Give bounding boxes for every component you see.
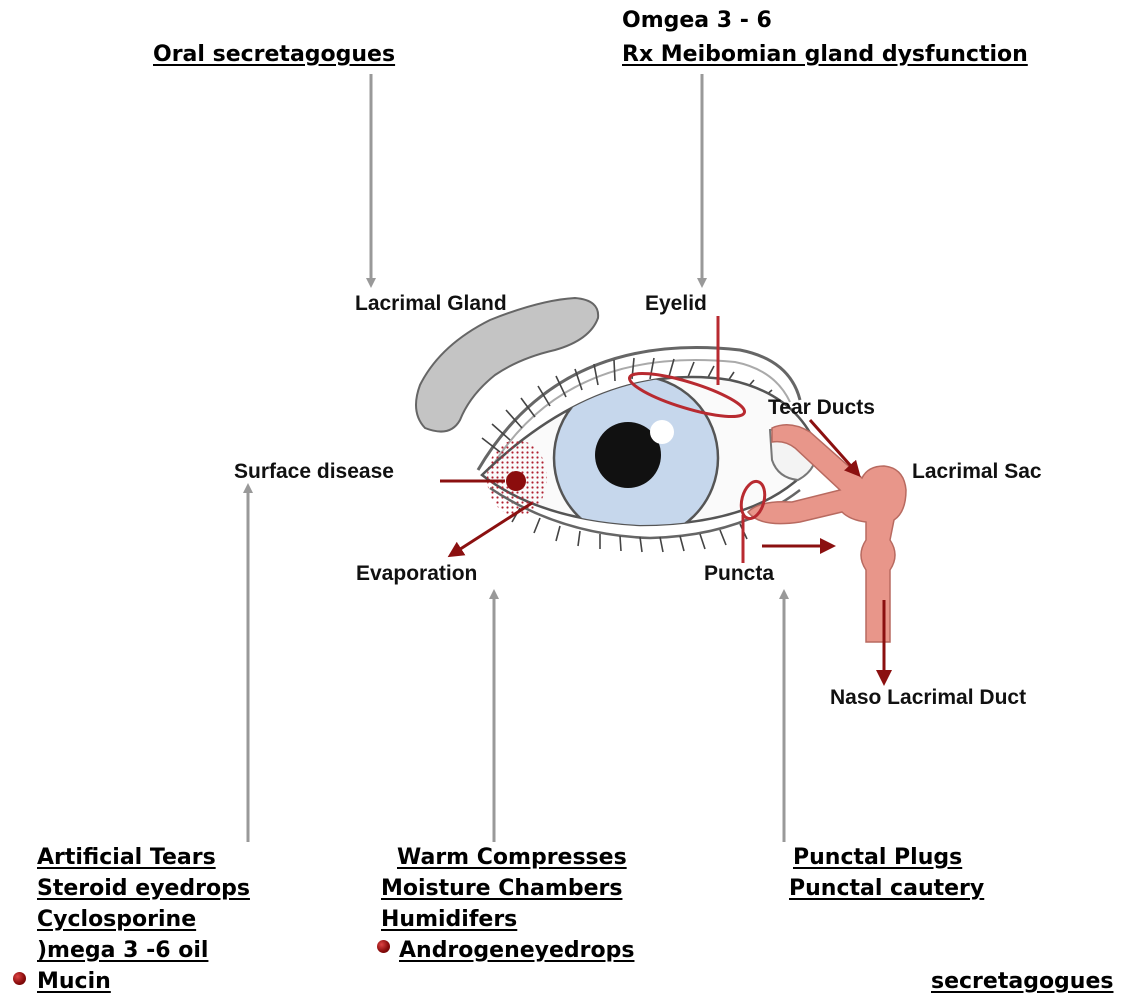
lacrimal-gland-label: Lacrimal Gland [355, 292, 507, 316]
evaporation-arrow [451, 503, 532, 555]
secretagogues-link[interactable]: secretagogues [931, 967, 1113, 996]
evaporation-label: Evaporation [356, 562, 477, 586]
left-treatment-link[interactable]: Steroid eyedrops [37, 874, 250, 904]
puncta-label: Puncta [704, 562, 774, 586]
meibomian-link[interactable]: Rx Meibomian gland dysfunction [622, 40, 1028, 70]
bullet-icon [377, 940, 390, 953]
lacrimal-sac-label: Lacrimal Sac [912, 460, 1042, 484]
middle-treatment-link[interactable]: Warm Compresses [397, 843, 627, 873]
eyelid-label: Eyelid [645, 292, 707, 316]
middle-treatment-link[interactable]: Androgeneyedrops [399, 936, 634, 966]
surface-disease-dot [506, 471, 526, 491]
omega-heading: Omgea 3 - 6 [622, 6, 772, 36]
right-treatment-link[interactable]: Punctal cautery [789, 874, 984, 904]
pupil-highlight [650, 420, 674, 444]
left-treatment-link[interactable]: Cyclosporine [37, 905, 196, 935]
right-treatment-link[interactable]: Punctal Plugs [793, 843, 962, 873]
surface-disease-label: Surface disease [234, 460, 394, 484]
left-treatment-link[interactable]: Artificial Tears [37, 843, 216, 873]
bullet-icon [13, 972, 26, 985]
left-treatment-link[interactable]: Mucin [37, 967, 111, 996]
oral-secretagogues-link[interactable]: Oral secretagogues [153, 40, 395, 70]
middle-treatment-link[interactable]: Humidifers [381, 905, 517, 935]
tear-ducts-label: Tear Ducts [768, 396, 875, 420]
left-treatment-link[interactable]: )mega 3 -6 oil [37, 936, 208, 966]
naso-lacrimal-duct-label: Naso Lacrimal Duct [830, 686, 1026, 710]
middle-treatment-link[interactable]: Moisture Chambers [381, 874, 622, 904]
